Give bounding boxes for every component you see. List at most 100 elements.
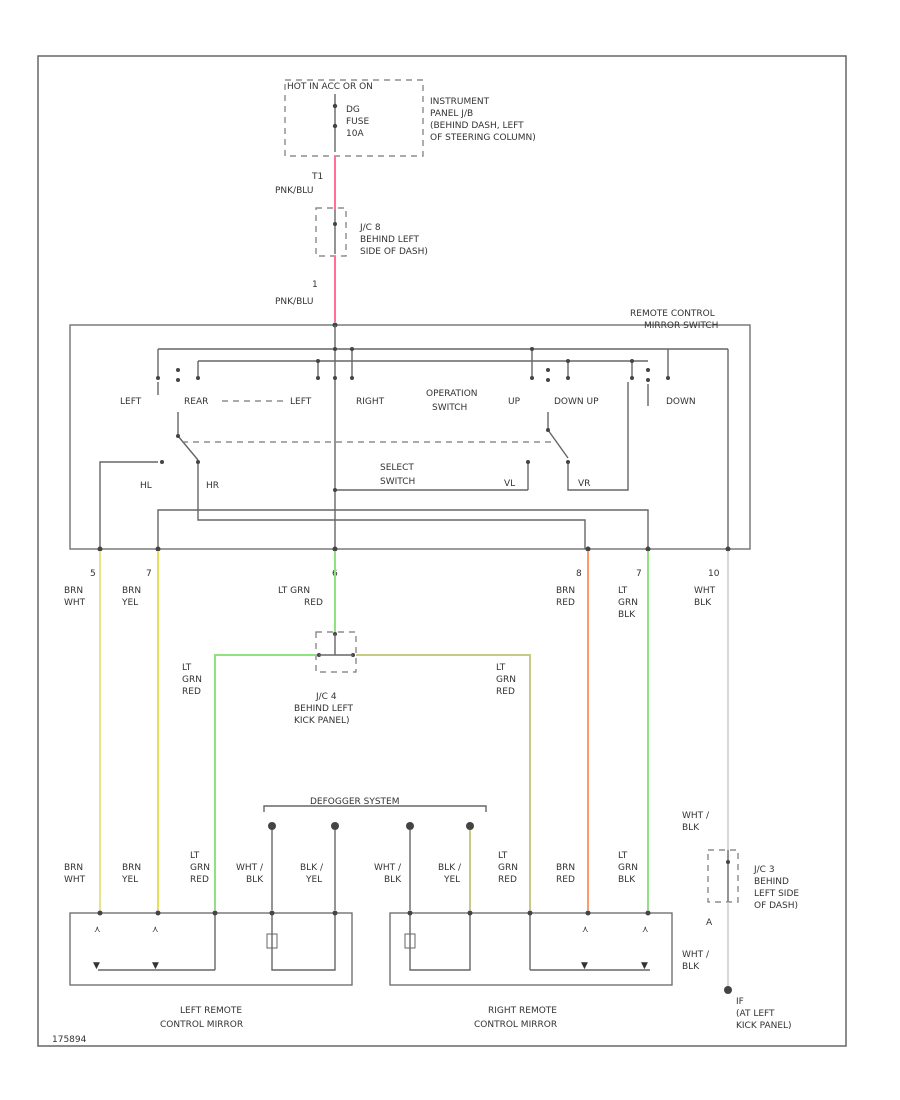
select-switch-1: SELECT (380, 463, 414, 473)
pin-8: 8 (576, 569, 582, 579)
wire-pnk-blu-label-2: PNK/BLU (275, 297, 313, 307)
g-whtblk-4: BLK (682, 962, 700, 972)
pin-t1: T1 (311, 172, 323, 182)
rm-ltgrn-blk-1: LT (618, 851, 628, 861)
right-mirror-label-2: CONTROL MIRROR (474, 1020, 557, 1030)
right-diode-2-icon: ▼ (641, 961, 648, 971)
rcms-label-2: MIRROR SWITCH (644, 321, 718, 331)
right-heater-icon (404, 933, 416, 949)
left-branch-label-1: LT (182, 663, 192, 673)
label-ltgrn-blk-2: GRN (618, 598, 638, 608)
operation-switch-1: OPERATION (426, 389, 478, 399)
label-ltgrn-blk-1: LT (618, 586, 628, 596)
lm-whtblk-2: BLK (246, 875, 264, 885)
rm-lt-1: LT (498, 851, 508, 861)
pin-7b: 7 (636, 569, 642, 579)
instrument-panel-jb-box (284, 79, 424, 157)
wire-lt-grn-red-right (356, 654, 531, 910)
rm-ltgrn-blk-3: BLK (618, 875, 636, 885)
jc3-box (707, 849, 739, 903)
jc8-label-2: BEHIND LEFT (360, 235, 420, 245)
left-heater-icon (266, 933, 278, 949)
left-mirror-label-1: LEFT REMOTE (180, 1006, 242, 1016)
rm-blkyel-1: BLK / (438, 863, 462, 873)
jc3-label-3: LEFT SIDE (754, 889, 799, 899)
rm-whtblk-1: WHT / (374, 863, 402, 873)
rm-lt-2: GRN (498, 863, 518, 873)
switch-left: LEFT (120, 397, 142, 407)
ip-jb-label-4: OF STEERING COLUMN) (430, 133, 536, 143)
switch-hl: HL (140, 481, 152, 491)
jc8-box (315, 207, 347, 257)
left-motor-1-icon: ⋏ (94, 925, 101, 935)
fuse-label-a: DG (346, 105, 360, 115)
jc8-label-3: SIDE OF DASH) (360, 247, 428, 257)
right-mirror-box (389, 912, 673, 986)
rcms-label-1: REMOTE CONTROL (630, 309, 715, 319)
ground-label-1: IF (736, 997, 744, 1007)
lm-blkyel-1: BLK / (300, 863, 324, 873)
rm-lt-3: RED (498, 875, 517, 885)
right-branch-label-2: GRN (496, 675, 516, 685)
jc4-box (315, 631, 357, 673)
left-mirror-label-2: CONTROL MIRROR (160, 1020, 243, 1030)
ground-label-2: (AT LEFT (736, 1009, 775, 1019)
rm-brn-red-1: BRN (556, 863, 575, 873)
label-wht-blk-2: BLK (694, 598, 712, 608)
switch-rear: REAR (184, 397, 208, 407)
switch-hr: HR (206, 481, 219, 491)
right-motor-2-icon: ⋏ (642, 925, 649, 935)
g-whtblk-1: WHT / (682, 811, 710, 821)
lm-lt-1: LT (190, 851, 200, 861)
left-mirror-box (69, 912, 353, 986)
lm-blkyel-2: YEL (305, 875, 322, 885)
mirror-switch-box (69, 324, 751, 550)
jc4-label-1: J/C 4 (315, 692, 337, 702)
right-diode-1-icon: ▼ (581, 961, 588, 971)
rm-ltgrn-blk-2: GRN (618, 863, 638, 873)
ip-jb-label-2: PANEL J/B (430, 109, 473, 119)
g-whtblk-2: BLK (682, 823, 700, 833)
lm-brn-yel-1: BRN (122, 863, 141, 873)
right-motor-1-icon: ⋏ (582, 925, 589, 935)
defogger-label: DEFOGGER SYSTEM (310, 797, 400, 807)
switch-vl: VL (504, 479, 515, 489)
switch-down-up: DOWN UP (554, 397, 599, 407)
figure-id: 175894 (52, 1035, 87, 1045)
pin-5: 5 (90, 569, 96, 579)
jc4-label-2: BEHIND LEFT (294, 704, 354, 714)
label-brn-red-1: BRN (556, 586, 575, 596)
label-brn-yel-1: BRN (122, 586, 141, 596)
pin-7: 7 (146, 569, 152, 579)
right-mirror-label-1: RIGHT REMOTE (488, 1006, 557, 1016)
jc3-label-2: BEHIND (754, 877, 789, 887)
label-brn-red-2: RED (556, 598, 575, 608)
label-brn-yel-2: YEL (121, 598, 138, 608)
label-ltgrn-red-2: RED (304, 598, 323, 608)
wire-pnk-blu-label-1: PNK/BLU (275, 186, 313, 196)
pin-1: 1 (312, 280, 318, 290)
select-switch-2: SWITCH (380, 477, 415, 487)
wire-lt-grn-red-left (214, 654, 316, 910)
g-whtblk-3: WHT / (682, 950, 710, 960)
jc8-label-1: J/C 8 (359, 223, 381, 233)
fuse-label-c: 10A (346, 129, 364, 139)
switch-up: UP (508, 397, 521, 407)
ground-pin: A (706, 918, 713, 928)
rm-blkyel-2: YEL (443, 875, 460, 885)
left-diode-2-icon: ▼ (152, 961, 159, 971)
label-brn-wht-1: BRN (64, 586, 83, 596)
pin-10: 10 (708, 569, 720, 579)
switch-vr: VR (578, 479, 590, 489)
label-brn-wht-2: WHT (64, 598, 86, 608)
label-ltgrn-red-1: LT GRN (278, 586, 310, 596)
lm-brn-wht-1: BRN (64, 863, 83, 873)
ip-jb-label-3: (BEHIND DASH, LEFT (430, 121, 524, 131)
right-branch-label-1: LT (496, 663, 506, 673)
label-wht-blk-1: WHT (694, 586, 716, 596)
left-motor-2-icon: ⋏ (152, 925, 159, 935)
jc4-label-3: KICK PANEL) (294, 716, 350, 726)
left-branch-label-3: RED (182, 687, 201, 697)
operation-switch-2: SWITCH (432, 403, 467, 413)
